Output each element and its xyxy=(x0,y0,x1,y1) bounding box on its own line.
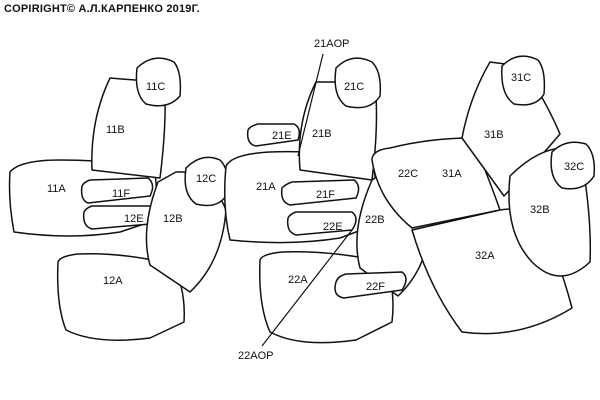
label-31C: 31C xyxy=(511,72,531,84)
label-21AOP: 21AOP xyxy=(314,38,349,50)
part-32C-shape[interactable] xyxy=(550,141,596,190)
label-11C: 11C xyxy=(146,81,165,93)
leader-line-21AOP xyxy=(297,53,324,157)
part-22F-shape[interactable] xyxy=(334,271,407,299)
label-22B: 22B xyxy=(365,214,385,226)
label-12C: 12C xyxy=(196,173,216,185)
label-31A: 31A xyxy=(442,168,462,180)
label-21B: 21B xyxy=(312,128,332,140)
leader-line-22AOP xyxy=(261,229,353,347)
label-12B: 12B xyxy=(163,213,183,225)
label-22A: 22A xyxy=(288,274,308,286)
part-22E-shape[interactable] xyxy=(286,211,357,236)
label-22C: 22C xyxy=(398,168,418,180)
copyright-notice: COPIRIGHT© А.Л.КАРПЕНКО 2019Г. xyxy=(4,3,200,15)
label-32B: 32B xyxy=(530,204,550,216)
label-21F: 21F xyxy=(316,189,335,201)
label-21C: 21C xyxy=(344,81,364,93)
seat-group-3 xyxy=(371,55,596,335)
label-32C: 32C xyxy=(564,161,584,173)
part-11F-shape[interactable] xyxy=(80,177,154,204)
label-32A: 32A xyxy=(475,250,495,262)
label-31B: 31B xyxy=(484,129,504,141)
label-22E: 22E xyxy=(323,221,343,233)
part-21E-shape[interactable] xyxy=(246,123,301,147)
seat-group-1 xyxy=(8,57,230,341)
part-12A-shape[interactable] xyxy=(56,252,185,341)
label-21E: 21E xyxy=(272,130,292,142)
label-12E: 12E xyxy=(124,213,144,225)
part-labels: 11C 11B 11A 11F 12E 12C 12B 12A 21AOP 21… xyxy=(47,38,584,362)
label-22F: 22F xyxy=(366,281,385,293)
part-31C-shape[interactable] xyxy=(501,55,546,106)
label-11F: 11F xyxy=(112,188,130,200)
part-11C-shape[interactable] xyxy=(135,57,182,107)
part-21C-shape[interactable] xyxy=(334,57,382,109)
label-22AOP: 22AOP xyxy=(238,350,273,362)
label-12A: 12A xyxy=(103,275,123,287)
label-21A: 21A xyxy=(256,181,276,193)
label-11B: 11B xyxy=(106,124,125,136)
part-21F-shape[interactable] xyxy=(280,179,360,206)
label-11A: 11A xyxy=(47,183,66,195)
